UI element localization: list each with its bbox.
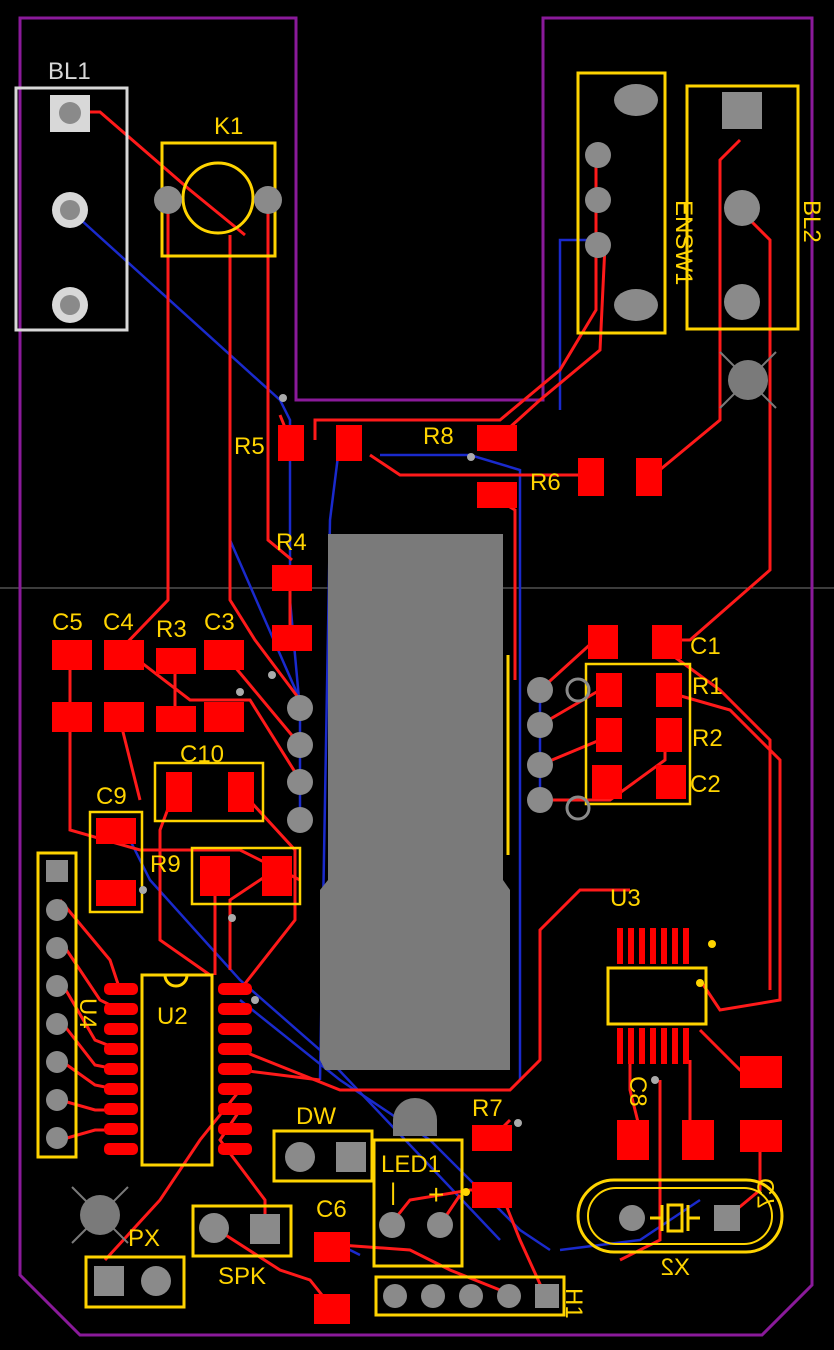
- smd-pads: [52, 425, 782, 1324]
- label-x2: X2: [661, 1254, 690, 1281]
- u2-pads: [104, 983, 252, 1155]
- label-u4: U4: [74, 998, 101, 1029]
- h1-outline: [374, 1275, 566, 1317]
- bl2-pin1: [722, 92, 762, 129]
- label-r4: R4: [276, 529, 307, 556]
- label-u3: U3: [610, 885, 641, 912]
- label-c9: C9: [96, 783, 127, 810]
- ensw1-outline: [576, 71, 667, 335]
- label-r7: R7: [472, 1095, 503, 1122]
- label-bl1: BL1: [48, 58, 91, 85]
- bl1-outline: [14, 86, 129, 332]
- vias: [139, 394, 659, 1127]
- led1-plus: +: [428, 1179, 444, 1210]
- label-c6: C6: [316, 1196, 347, 1223]
- led1-body: [393, 1098, 437, 1136]
- label-k1: K1: [214, 113, 243, 140]
- k1-pin2: [254, 186, 282, 214]
- label-c1: C1: [690, 633, 721, 660]
- module-body: [320, 534, 510, 1070]
- crystal-symbol-icon: [650, 1203, 700, 1233]
- label-c5: C5: [52, 609, 83, 636]
- label-spk: SPK: [218, 1263, 266, 1290]
- label-r3: R3: [156, 616, 187, 643]
- label-px: PX: [128, 1225, 160, 1252]
- label-c10: C10: [180, 741, 224, 768]
- label-r2: R2: [692, 725, 723, 752]
- u3-pads: [617, 928, 689, 1064]
- led1-outline: [372, 1138, 464, 1268]
- px-outline: [84, 1255, 186, 1309]
- x2-outline: [576, 1178, 784, 1254]
- u3-outline: [606, 966, 708, 1026]
- bl2-outline: [685, 84, 800, 331]
- u4-outline: [36, 851, 78, 1159]
- silk-outlines: [88, 662, 692, 914]
- label-u2: U2: [157, 1003, 188, 1030]
- label-r9: R9: [150, 851, 181, 878]
- label-h1: H1: [560, 1288, 587, 1319]
- label-ensw1: ENSW1: [670, 200, 697, 285]
- label-r6: R6: [530, 469, 561, 496]
- module-pins: [287, 677, 553, 833]
- u2-outline: [140, 973, 214, 1167]
- spk-outline: [191, 1204, 293, 1258]
- label-c2: C2: [690, 771, 721, 798]
- led1-minus: |: [390, 1179, 396, 1206]
- label-c8: C8: [624, 1076, 651, 1107]
- label-led1: LED1: [381, 1151, 441, 1178]
- label-c3: C3: [204, 609, 235, 636]
- dw-outline: [272, 1129, 374, 1183]
- label-r5: R5: [234, 433, 265, 460]
- label-c4: C4: [103, 609, 134, 636]
- k1-pin1: [154, 186, 182, 214]
- label-c7: C7: [753, 1178, 780, 1209]
- label-dw: DW: [296, 1103, 336, 1130]
- board-outline: [18, 16, 814, 1337]
- label-bl2: BL2: [798, 200, 825, 243]
- label-r1: R1: [692, 673, 723, 700]
- label-r8: R8: [423, 423, 454, 450]
